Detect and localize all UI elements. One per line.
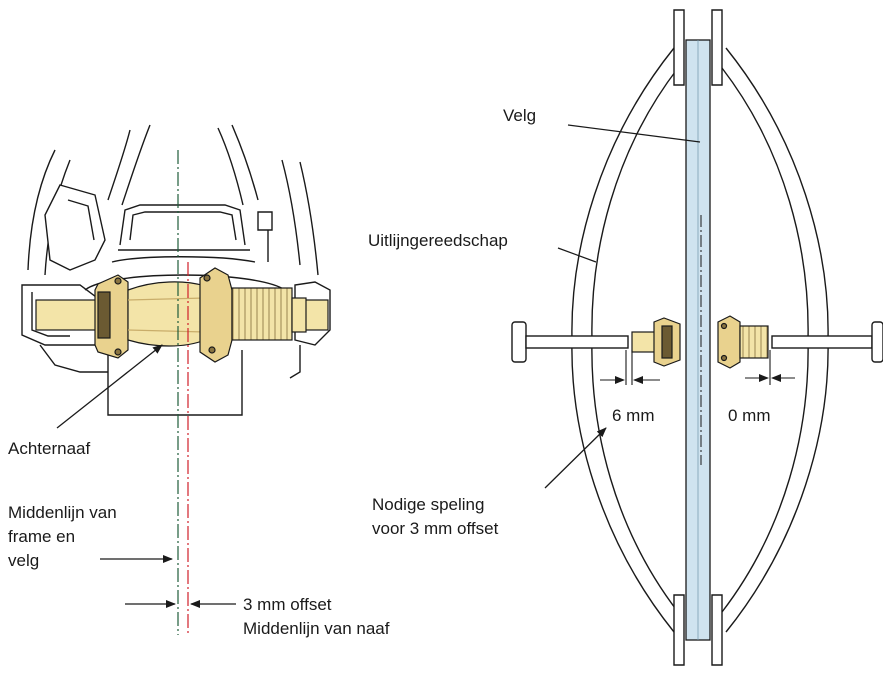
label-speling-2: voor 3 mm offset	[372, 519, 499, 538]
achternaaf-leader	[56, 344, 163, 429]
frame-stays	[27, 124, 319, 276]
speling-leader	[544, 427, 607, 489]
label-middenlijn-frame-1: Middenlijn van	[8, 503, 117, 522]
label-0mm: 0 mm	[728, 406, 771, 425]
rear-view-illustration	[21, 124, 331, 416]
tire-section	[107, 350, 243, 416]
label-middenlijn-naaf: Middenlijn van naaf	[243, 619, 390, 638]
dimension-0mm	[745, 350, 795, 385]
rim	[685, 39, 711, 641]
label-middenlijn-frame-3: velg	[8, 551, 40, 570]
centerlines	[177, 150, 189, 635]
label-middenlijn-frame-2: frame en	[8, 527, 76, 546]
label-velg: Velg	[503, 106, 537, 125]
velg-leader	[567, 124, 701, 143]
rear-hub-body	[94, 267, 307, 363]
tool-posts	[673, 9, 723, 666]
label-uitlijngereedschap: Uitlijngereedschap	[368, 231, 508, 250]
label-achternaaf: Achternaaf	[8, 439, 91, 458]
label-offset-3mm: 3 mm offset	[243, 595, 332, 614]
uitlijngereedschap-leader	[557, 247, 597, 263]
label-6mm: 6 mm	[612, 406, 655, 425]
tool-rods	[511, 321, 883, 363]
hub-in-tool	[631, 315, 769, 369]
alignment-tool	[511, 9, 883, 666]
dimension-6mm	[600, 350, 660, 385]
brake-bridge	[111, 204, 256, 263]
label-speling-1: Nodige speling	[372, 495, 485, 514]
